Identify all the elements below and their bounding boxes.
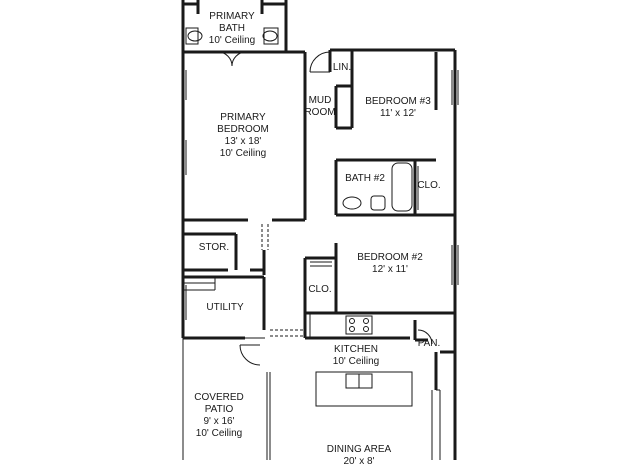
room-label-kitchen: KITCHEN 10' Ceiling [333,344,379,368]
thin-lines [182,27,459,460]
bedroom3-name: BEDROOM #3 [365,96,431,107]
primary-bedroom-size: 13' x 18' [224,136,262,147]
clo-bath2-name: CLO. [417,180,441,191]
room-label-mud-room: MUD ROOM [304,95,335,119]
dining-area-size: 20' x 8' [343,456,375,467]
bath2-name: BATH #2 [345,173,385,184]
room-label-utility: UTILITY [206,302,243,314]
room-label-lin: LIN. [333,62,351,74]
room-label-clo-bed2: CLO. [308,284,331,296]
stor-name: STOR. [198,242,230,253]
bedroom2-name: BEDROOM #2 [357,252,423,263]
bedroom2-size: 12' x 11' [372,264,408,275]
covered-patio-name-line1: COVERED [194,392,244,403]
room-label-bath2: BATH #2 [345,173,385,185]
kitchen-detail: 10' Ceiling [332,356,380,367]
covered-patio-name-line2: PATIO [204,404,234,415]
room-label-bedroom2: BEDROOM #2 12' x 11' [357,252,423,276]
primary-bath-name-line2: BATH [219,23,245,34]
covered-patio-detail: 10' Ceiling [195,428,243,439]
room-label-dining-area: DINING AREA 20' x 8' [327,444,391,468]
dining-area-name: DINING AREA [326,444,392,455]
room-label-clo-bath2: CLO. [417,180,440,192]
mud-room-name-line1: MUD [308,95,332,106]
primary-bedroom-name-line2: BEDROOM [217,124,269,135]
lin-name: LIN. [332,62,352,73]
room-label-primary-bath: PRIMARY BATH 10' Ceiling [209,11,255,47]
primary-bedroom-name-line1: PRIMARY [220,112,266,123]
bedroom3-size: 11' x 12' [380,108,416,119]
room-label-covered-patio: COVERED PATIO 9' x 16' 10' Ceiling [194,392,243,440]
room-label-pan: PAN. [418,338,441,350]
room-label-primary-bedroom: PRIMARY BEDROOM 13' x 18' 10' Ceiling [217,112,269,160]
interior-walls [181,0,455,390]
covered-patio-size: 9' x 16' [203,416,235,427]
primary-bedroom-detail: 10' Ceiling [219,148,267,159]
pan-name: PAN. [417,338,441,349]
room-label-stor: STOR. [199,242,229,254]
clo-bed2-name: CLO. [308,284,332,295]
primary-bath-name-line1: PRIMARY [209,11,255,22]
room-label-bedroom3: BEDROOM #3 11' x 12' [365,96,431,120]
utility-name: UTILITY [206,302,244,313]
primary-bath-detail: 10' Ceiling [208,35,256,46]
kitchen-name: KITCHEN [334,344,378,355]
mud-room-name-line2: ROOM [304,107,336,118]
